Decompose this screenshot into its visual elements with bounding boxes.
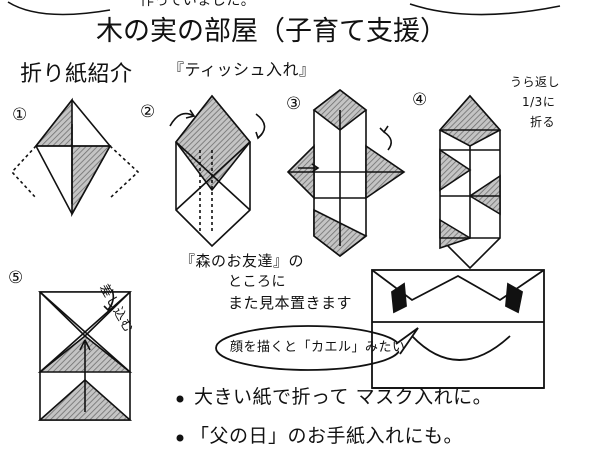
bullet-dot-2 — [176, 434, 184, 442]
step4-note-line2: 1/3に — [522, 95, 556, 109]
bullet-dot-1 — [176, 395, 184, 403]
sample-note-line3: また見本置きます — [228, 294, 353, 312]
step4-note-line3: 折る — [530, 115, 556, 129]
step5-diagram — [37, 289, 133, 421]
speech-bubble-text: 顔を描くと「カエル」みたい — [230, 340, 406, 355]
step5-number: ⑤ — [8, 268, 24, 288]
bullet-text-2: 「父の日」のお手紙入れにも。 — [190, 425, 464, 447]
step1-diagram — [10, 97, 140, 218]
section-heading: 折り紙紹介 — [20, 62, 133, 87]
top-cropped-text: 作っていました。 — [140, 0, 256, 9]
step4-number: ④ — [412, 90, 428, 110]
step1-number: ① — [12, 105, 28, 125]
cropped-outline-right — [409, 3, 561, 16]
cropped-outline-left — [7, 1, 111, 16]
section-subtitle: 『ティッシュ入れ』 — [168, 60, 316, 79]
step3-diagram — [286, 88, 406, 258]
speech-bubble-tail — [395, 327, 419, 355]
sample-note-line1: 『森のお友達』の — [180, 252, 305, 270]
page-title: 木の実の部屋（子育て支援） — [96, 16, 447, 47]
frog-box-drawing — [371, 269, 545, 389]
bullet-text-1: 大きい紙で折って マスク入れに。 — [194, 386, 493, 408]
step3-number: ③ — [286, 94, 302, 114]
step4-note-line1: うら返し — [510, 75, 561, 89]
step2-diagram — [169, 94, 266, 248]
step4-diagram — [438, 94, 502, 270]
step2-number: ② — [140, 102, 156, 122]
sample-note-line2: ところに — [228, 274, 286, 290]
